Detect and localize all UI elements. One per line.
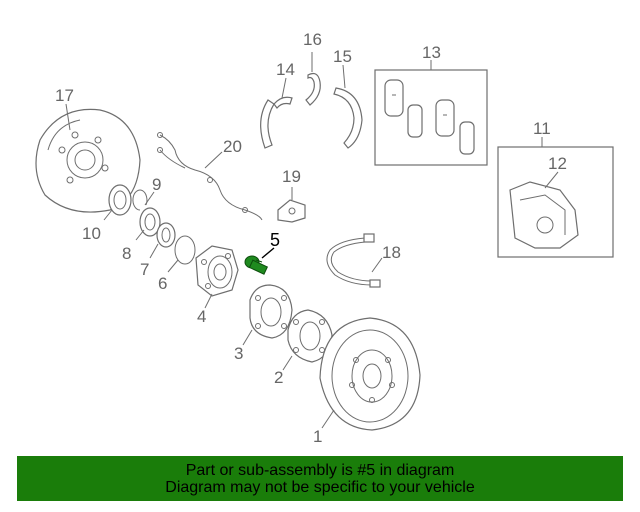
part-17-dust-shield[interactable] — [35, 103, 141, 213]
callout-12: 12 — [548, 154, 567, 173]
part-7-seal[interactable] — [149, 222, 176, 259]
part-1-rotor[interactable] — [319, 317, 421, 431]
part-10-seal[interactable] — [103, 184, 132, 221]
callout-10: 10 — [82, 224, 101, 243]
callout-5: 5 — [270, 230, 280, 250]
part-15-brake-shoe[interactable] — [333, 64, 363, 149]
callout-7: 7 — [140, 260, 149, 279]
callout-18: 18 — [382, 243, 401, 262]
banner-line-1: Part or sub-assembly is #5 in diagram — [185, 461, 455, 479]
part-4-hub[interactable] — [195, 245, 239, 309]
callout-11: 11 — [533, 119, 551, 138]
part-14-brake-shoe[interactable] — [260, 77, 293, 149]
callout-6: 6 — [158, 274, 167, 293]
callout-17: 17 — [55, 86, 74, 105]
part-20-wire-harness[interactable] — [157, 132, 263, 221]
callout-13: 13 — [422, 43, 441, 62]
part-19-bracket[interactable] — [277, 187, 306, 223]
callout-3: 3 — [234, 344, 243, 363]
info-banner: Part or sub-assembly is #5 in diagram Di… — [17, 456, 623, 501]
banner-line-2: Diagram may not be specific to your vehi… — [165, 478, 475, 496]
callout-2: 2 — [274, 368, 283, 387]
callout-9: 9 — [152, 175, 161, 194]
part-16-spring-clip[interactable] — [305, 52, 321, 106]
callout-20: 20 — [223, 137, 242, 156]
part-5-hub-bolt[interactable] — [244, 247, 275, 275]
part-2-plate[interactable] — [282, 309, 333, 371]
callout-16: 16 — [303, 30, 322, 49]
part-18-brake-hose[interactable] — [326, 233, 383, 288]
part-12-caliper[interactable] — [509, 171, 579, 249]
callout-4: 4 — [197, 307, 206, 326]
part-3-plate[interactable] — [242, 284, 293, 346]
callout-19: 19 — [282, 167, 301, 186]
callout-14: 14 — [276, 60, 295, 79]
part-6-o-ring[interactable] — [167, 235, 196, 273]
part-13-brake-pad-set[interactable] — [374, 60, 488, 166]
callout-8: 8 — [122, 244, 131, 263]
parts-diagram: 1 2 3 4 5 6 7 8 9 10 11 12 13 14 15 16 1… — [35, 30, 614, 446]
part-9-snap-ring[interactable] — [132, 189, 155, 211]
part-11-caliper-assembly[interactable] — [497, 137, 614, 258]
callout-15: 15 — [333, 47, 352, 66]
part-8-bearing[interactable] — [135, 207, 161, 241]
callout-1: 1 — [313, 427, 322, 446]
